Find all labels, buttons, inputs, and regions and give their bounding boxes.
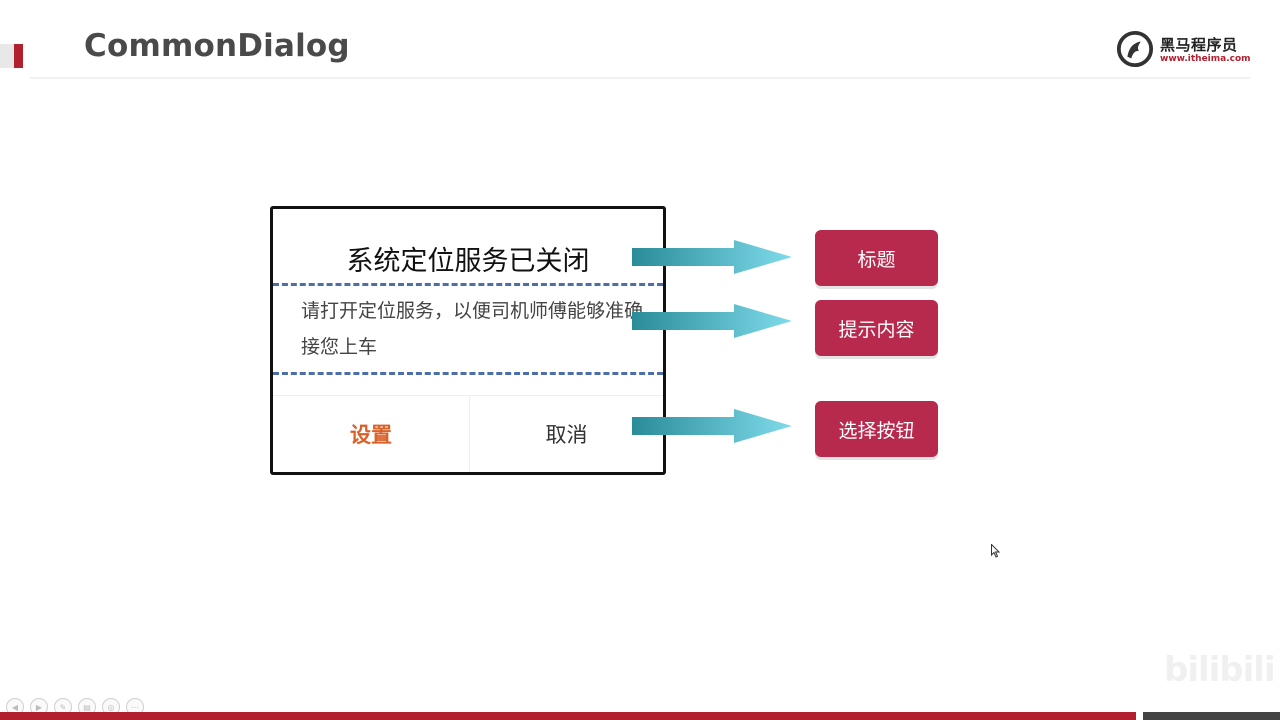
logo-name: 黑马程序员 (1160, 36, 1238, 54)
cancel-button[interactable]: 取消 (545, 422, 588, 447)
button-separator (469, 395, 470, 472)
arrow-right-icon (632, 240, 792, 274)
dialog-body: 请打开定位服务，以便司机师傅能够准确接您上车 (301, 300, 644, 358)
dialog-title: 系统定位服务已关闭 (346, 246, 590, 277)
horse-logo-icon (1116, 30, 1154, 68)
title-divider-dashed (273, 283, 663, 286)
content-divider-dashed (273, 372, 663, 375)
settings-button[interactable]: 设置 (350, 422, 392, 447)
header-marker-red (14, 44, 23, 68)
zoom-icon[interactable]: ◎ (102, 698, 120, 716)
bilibili-watermark: bilibili (1164, 650, 1276, 690)
mouse-cursor-icon (991, 544, 1001, 558)
button-row-divider (273, 395, 663, 396)
player-controls: ◀ ▶ ✎ ▤ ◎ ⋯ (6, 698, 144, 716)
header-divider (30, 77, 1250, 79)
buttons-label: 选择按钮 (815, 401, 938, 457)
arrow-right-icon (632, 304, 792, 338)
title-label: 标题 (815, 230, 938, 286)
slide-title: CommonDialog (84, 28, 350, 64)
dialog-mockup: 系统定位服务已关闭 请打开定位服务，以便司机师傅能够准确接您上车 设置 取消 (270, 206, 666, 475)
arrow-right-icon (632, 409, 792, 443)
logo-url: www.itheima.com (1160, 54, 1251, 64)
pen-icon[interactable]: ✎ (54, 698, 72, 716)
bottom-bar-gray (1143, 712, 1280, 720)
content-label: 提示内容 (815, 300, 938, 356)
header-marker-gray (0, 44, 14, 68)
bottom-bar-red (0, 712, 1136, 720)
brand-logo: 黑马程序员 www.itheima.com (1116, 30, 1256, 70)
prev-icon[interactable]: ◀ (6, 698, 24, 716)
